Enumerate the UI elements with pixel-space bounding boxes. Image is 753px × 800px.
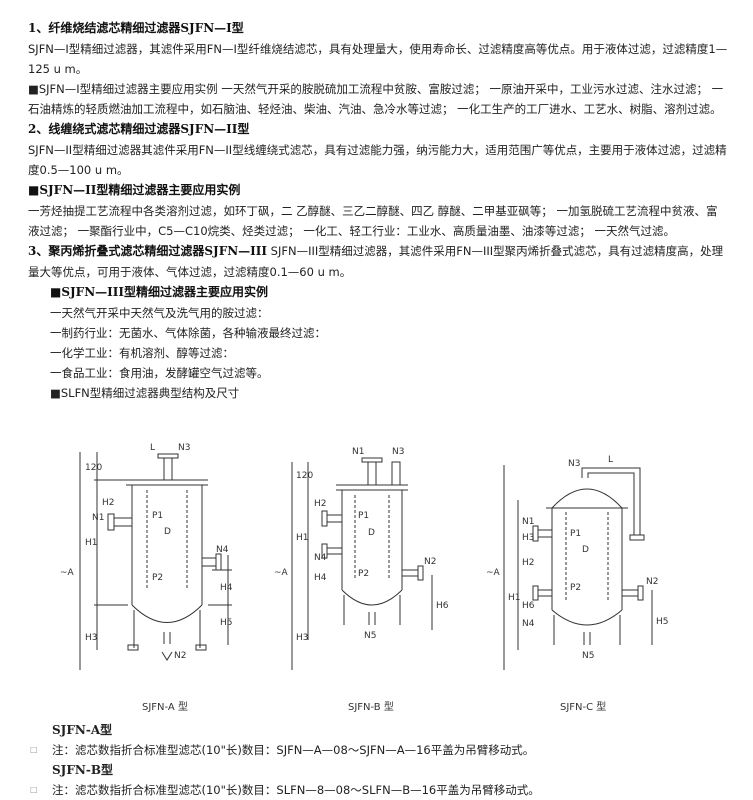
label-a-l: L [150,443,155,453]
section3-para: 3、聚丙烯折叠式滤芯精细过滤器SJFN—III SJFN—III型精细过滤器，其… [28,241,728,282]
figure-title: ■SLFN型精细过滤器典型结构及尺寸 [50,386,240,400]
label-a-n4: N4 [216,545,229,555]
label-c-a: ~A [486,568,501,578]
caption-sjfn-a: SJFN-A 型 [142,700,188,713]
label-b-d: D [368,528,375,538]
label-b-h6: H6 [436,601,449,611]
label-a-h2: H2 [102,498,115,508]
label-b-p2: P2 [358,569,369,579]
label-b-n2: N2 [424,557,436,567]
label-c-d: D [582,545,589,555]
label-a-p2: P2 [152,573,163,583]
model-b-note: 注：滤芯数指折合标准型滤芯(10"长)数目：SLFN—8—08～SLFN—B—1… [52,783,540,797]
section2-apps-title: ■SJFN—II型精细过滤器主要应用实例 [28,183,241,197]
label-c-n1: N1 [522,517,534,527]
label-a-h1: H1 [85,538,98,548]
section2-apps: 一芳烃抽提工艺流程中各类溶剂过滤，如环丁砜，二 乙醇醚、三乙二醇醚、四乙 醇醚、… [28,204,718,238]
model-a-note-row: □ 注：滤芯数指折合标准型滤芯(10"长)数目：SJFN—A—08～SJFN—A… [28,740,728,760]
label-a-h5: H5 [220,618,233,628]
label-c-h5: H5 [656,617,669,627]
section3-desc: SJFN—III型精细过滤器，其滤件采用FN—III型聚丙烯折叠式滤芯，具有过滤… [28,244,724,279]
model-a-note: 注：滤芯数指折合标准型滤芯(10"长)数目：SJFN—A—08～SJFN—A—1… [52,743,535,757]
label-a-n1: N1 [92,513,104,523]
model-notes: SJFN-A型 □ 注：滤芯数指折合标准型滤芯(10"长)数目：SJFN—A—0… [28,720,728,800]
section2-title: 2、线缠绕式滤芯精细过滤器SJFN—II型 [28,122,250,136]
label-a-a: ~A [60,568,75,578]
label-a-n2: N2 [174,651,186,661]
label-a-h4: H4 [220,583,233,593]
model-b-title: SJFN-B型 [52,763,113,777]
label-a-p1: P1 [152,511,163,521]
label-c-n3: N3 [568,459,580,469]
model-b-note-row: □ 注：滤芯数指折合标准型滤芯(10"长)数目：SLFN—8—08～SLFN—B… [28,780,728,800]
drawing-sjfn-a [79,452,232,670]
label-c-h6: H6 [522,601,535,611]
label-b-120: 120 [296,471,313,481]
label-c-h1: H1 [508,593,521,603]
label-a-d: D [164,527,171,537]
section3-app-item: 一天然气开采中天然气及洗气用的胺过滤： [50,306,269,320]
label-a-h3: H3 [85,633,98,643]
label-c-p2: P2 [570,583,581,593]
drawing-sjfn-b-labels: N1 N3 120 H2 P1 D H1 N4 ~A H4 P2 N2 H6 H… [274,447,449,713]
label-b-h3: H3 [296,633,309,643]
label-b-h2: H2 [314,499,327,509]
label-b-p1: P1 [358,511,369,521]
filter-drawings: L N3 120 N1 H2 P1 D H1 ~A N4 H4 P2 H5 H3… [60,443,669,713]
label-b-h1: H1 [296,533,309,543]
section1-apps: ■SJFN—I型精细过滤器主要应用实例 一天然气开采的胺脱硫加工流程中贫胺、富胺… [28,82,724,116]
section3-apps-title: ■SJFN—III型精细过滤器主要应用实例 [50,285,269,299]
label-b-n5: N5 [364,631,376,641]
label-b-n4: N4 [314,553,327,563]
filter-structure-figure: L N3 120 N1 H2 P1 D H1 ~A N4 H4 P2 H5 H3… [52,440,722,720]
label-c-n2: N2 [646,577,658,587]
label-b-h4: H4 [314,573,327,583]
bullet-icon: □ [30,785,38,794]
label-a-n3: N3 [178,443,190,453]
section3-app-item: 一食品工业：食用油，发酵罐空气过滤等。 [50,366,269,380]
model-a-title: SJFN-A型 [52,723,113,737]
drawing-sjfn-a-labels: L N3 120 N1 H2 P1 D H1 ~A N4 H4 P2 H5 H3… [60,443,233,713]
label-c-l: L [608,455,613,465]
label-b-n3: N3 [392,447,404,457]
drawing-sjfn-b [291,457,433,670]
label-a-120: 120 [85,463,102,473]
label-b-n1: N1 [352,447,364,457]
label-c-n4: N4 [522,619,535,629]
article-body: 1、纤维烧结滤芯精细过滤器SJFN—I型 SJFN—I型精细过滤器，其滤件采用F… [28,18,728,403]
drawing-sjfn-c-labels: N3 L N1 H3 P1 D ~A H2 H1 P2 H6 N4 N2 H5 … [486,455,669,713]
caption-sjfn-b: SJFN-B 型 [348,700,394,713]
caption-sjfn-c: SJFN-C 型 [560,700,606,713]
section1-title: 1、纤维烧结滤芯精细过滤器SJFN—I型 [28,21,244,35]
section1-desc: SJFN—I型精细过滤器，其滤件采用FN—I型纤维烧结滤芯，具有处理量大，使用寿… [28,42,728,76]
drawing-sjfn-c [503,465,653,670]
label-b-a: ~A [274,568,289,578]
label-c-n5: N5 [582,651,594,661]
section3-app-item: 一化学工业：有机溶剂、醇等过滤： [50,346,234,360]
label-c-h2: H2 [522,558,535,568]
section2-desc: SJFN—II型精细过滤器其滤件采用FN—II型线缠绕式滤芯，具有过滤能力强，纳… [28,143,727,177]
label-c-h3: H3 [522,533,535,543]
bullet-icon: □ [30,745,38,754]
section3-title: 3、聚丙烯折叠式滤芯精细过滤器SJFN—III [28,244,268,258]
section3-app-item: 一制药行业：无菌水、气体除菌，各种输液最终过滤： [50,326,326,340]
label-c-p1: P1 [570,529,581,539]
